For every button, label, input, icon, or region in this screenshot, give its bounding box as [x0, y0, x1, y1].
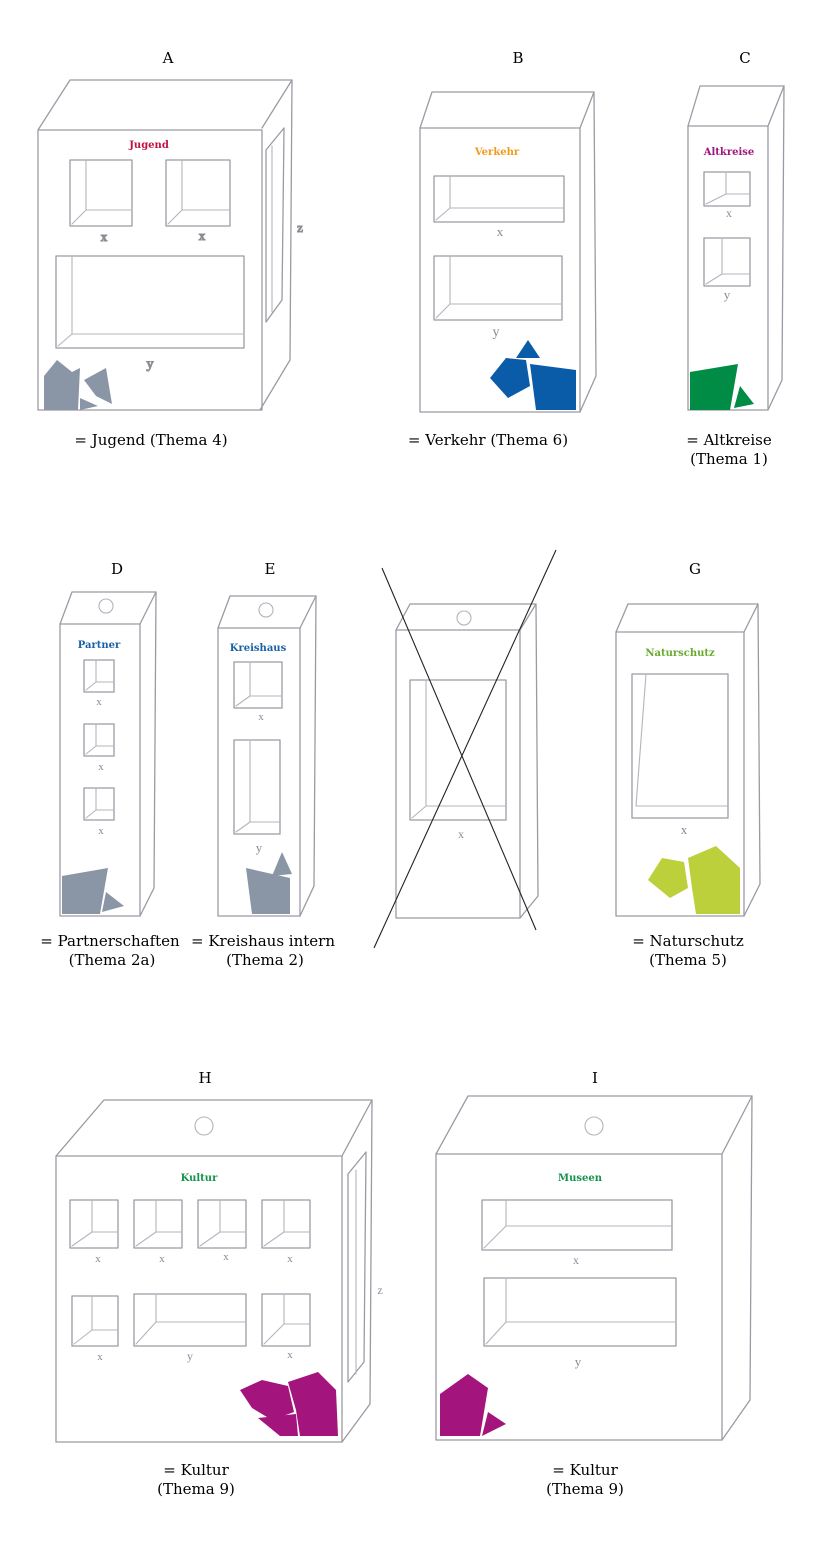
unit-f-crossed-out: x — [373, 549, 557, 949]
unit-g-sign: Naturschutz — [645, 648, 715, 659]
unit-d-letter: D — [111, 560, 123, 578]
unit-e-mark: x — [258, 711, 264, 723]
unit-b-logo-shape — [490, 340, 576, 410]
unit-c-logo-shape — [690, 364, 754, 410]
unit-h-mark: x — [95, 1253, 101, 1265]
unit-c-mark: y — [724, 287, 731, 302]
unit-b-mark: y — [493, 325, 500, 340]
unit-b-caption: = Verkehr (Thema 6) — [408, 431, 568, 449]
unit-a: A x x y z Jugend = Jugend (Thema 4) — [37, 49, 304, 449]
unit-h-caption: = Kultur — [163, 1461, 229, 1479]
unit-e-logo-shape — [246, 852, 292, 914]
unit-i-logo-shape — [440, 1374, 506, 1436]
unit-h-mark: x — [287, 1349, 293, 1361]
unit-h-caption-sub: (Thema 9) — [157, 1480, 235, 1498]
unit-b-box-sketch: x y — [419, 91, 597, 413]
unit-h-mark: z — [377, 1283, 382, 1297]
unit-g-box-sketch: x — [615, 603, 761, 917]
unit-g: G x Naturschutz = Naturschutz (Thema 5) — [615, 560, 761, 969]
unit-c-letter: C — [739, 49, 750, 67]
unit-b-mark: x — [497, 224, 504, 239]
unit-h-mark: x — [223, 1251, 229, 1263]
unit-h-mark: x — [97, 1351, 103, 1363]
unit-b: B x y Verkehr = Verkehr (Thema 6) — [408, 49, 597, 449]
unit-d-logo-shape — [62, 868, 124, 914]
unit-a-mark: y — [147, 357, 154, 372]
unit-a-sign: Jugend — [128, 140, 169, 151]
unit-a-mark: x — [101, 229, 108, 244]
unit-b-letter: B — [512, 49, 523, 67]
unit-i-box-sketch: x y — [435, 1095, 753, 1441]
unit-c-sign: Altkreise — [703, 147, 755, 158]
unit-e: E x y Kreishaus = Kreishaus intern (Them… — [191, 560, 335, 969]
unit-d-mark: x — [98, 761, 104, 773]
unit-h-box-sketch: x x x x x y x z — [55, 1099, 383, 1443]
unit-c: C x y Altkreise = Altkreise (Thema 1) — [686, 49, 785, 468]
cross-out-lines — [373, 549, 557, 949]
unit-c-box-sketch: x y — [687, 85, 785, 411]
unit-i-mark: x — [573, 1253, 579, 1267]
unit-a-mark: x — [199, 228, 206, 243]
unit-e-sign: Kreishaus — [230, 643, 287, 654]
unit-d-box-sketch: x x x — [59, 591, 157, 917]
unit-f-mark: x — [458, 827, 464, 841]
unit-h-mark: x — [159, 1253, 165, 1265]
unit-e-box-sketch: x y — [217, 595, 317, 917]
unit-a-box-sketch: x x y z — [37, 79, 304, 411]
unit-i-sign: Museen — [558, 1173, 603, 1184]
unit-i-letter: I — [592, 1069, 598, 1087]
unit-e-letter: E — [265, 560, 276, 578]
unit-d-sign: Partner — [78, 640, 121, 651]
unit-c-caption-sub: (Thema 1) — [690, 450, 768, 468]
unit-e-caption: = Kreishaus intern — [191, 932, 335, 950]
unit-h-sign: Kultur — [181, 1173, 218, 1184]
unit-h-mark: y — [187, 1349, 193, 1363]
unit-d-caption: = Partnerschaften — [40, 932, 180, 950]
unit-h-mark: x — [287, 1253, 293, 1265]
unit-a-logo-shape — [44, 360, 112, 410]
unit-g-mark: x — [681, 822, 688, 837]
unit-e-mark: y — [256, 840, 263, 855]
unit-i-mark: y — [575, 1354, 582, 1369]
unit-g-caption: = Naturschutz — [632, 932, 744, 950]
unit-g-caption-sub: (Thema 5) — [649, 951, 727, 969]
unit-i-caption-sub: (Thema 9) — [546, 1480, 624, 1498]
unit-d-mark: x — [98, 825, 104, 837]
unit-a-caption: = Jugend (Thema 4) — [74, 431, 227, 449]
unit-g-logo-shape — [648, 846, 740, 914]
unit-i-caption: = Kultur — [552, 1461, 618, 1479]
unit-h: H x x x x x y — [55, 1069, 383, 1498]
unit-h-letter: H — [198, 1069, 211, 1087]
unit-e-caption-sub: (Thema 2) — [226, 951, 304, 969]
unit-d: D x x x Partner = Partnerschaften (Thema… — [40, 560, 180, 969]
unit-i: I x y Museen = Kultur (Thema 9) — [435, 1069, 753, 1498]
unit-c-caption: = Altkreise — [686, 431, 772, 449]
unit-b-sign: Verkehr — [474, 147, 520, 158]
unit-a-letter: A — [162, 49, 174, 67]
unit-c-mark: x — [726, 206, 732, 220]
unit-g-letter: G — [689, 560, 701, 578]
unit-h-logo-shape — [240, 1372, 338, 1436]
unit-d-mark: x — [96, 696, 102, 708]
unit-a-mark: z — [297, 220, 303, 235]
unit-d-caption-sub: (Thema 2a) — [69, 951, 156, 969]
